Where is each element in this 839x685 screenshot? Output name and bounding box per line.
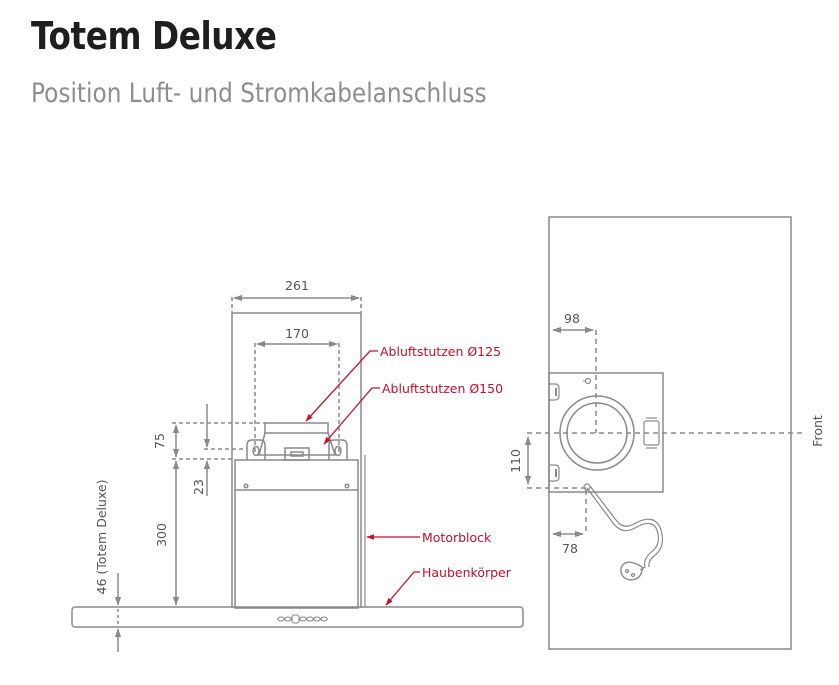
label-motor-height: 300	[154, 523, 169, 547]
motor-block	[234, 459, 359, 609]
label-outlet-from-wall: 98	[564, 311, 580, 326]
callout-line-outlet-125	[305, 350, 378, 422]
screw-point	[583, 377, 592, 385]
label-outlet-depth: 110	[508, 449, 523, 473]
outlet-ring	[559, 395, 635, 471]
callout-line-hood-body	[385, 571, 420, 606]
top-view	[524, 216, 806, 650]
chimney	[231, 312, 366, 608]
power-cable	[583, 483, 664, 581]
callout-lines	[305, 350, 420, 606]
hood-body	[71, 606, 524, 628]
page-title: Totem Deluxe	[31, 14, 277, 58]
callout-line-outlet-150	[323, 387, 380, 445]
exhaust-outlet	[258, 422, 337, 456]
label-outlet-offset: 23	[191, 479, 206, 495]
dimension-outlet-height	[172, 422, 265, 460]
label-body-height: 46 (Totem Deluxe)	[94, 480, 109, 595]
dimension-chimney-width	[231, 294, 362, 313]
callout-outlet-125: Abluftstutzen Ø125	[380, 344, 501, 359]
callout-motor-block: Motorblock	[422, 530, 492, 545]
label-outlet-height: 75	[152, 433, 167, 449]
label-cable-from-wall: 78	[562, 541, 578, 556]
label-front: Front	[810, 415, 825, 447]
page-subtitle: Position Luft- und Stromkabelanschluss	[31, 78, 487, 109]
label-chimney-width: 261	[285, 278, 309, 293]
label-duct-spacing: 170	[285, 326, 309, 341]
control-buttons	[277, 614, 328, 624]
dimension-duct-spacing	[254, 340, 340, 455]
side-view	[71, 294, 524, 652]
callout-outlet-150: Abluftstutzen Ø150	[382, 381, 503, 396]
callout-hood-body: Haubenkörper	[422, 565, 512, 580]
